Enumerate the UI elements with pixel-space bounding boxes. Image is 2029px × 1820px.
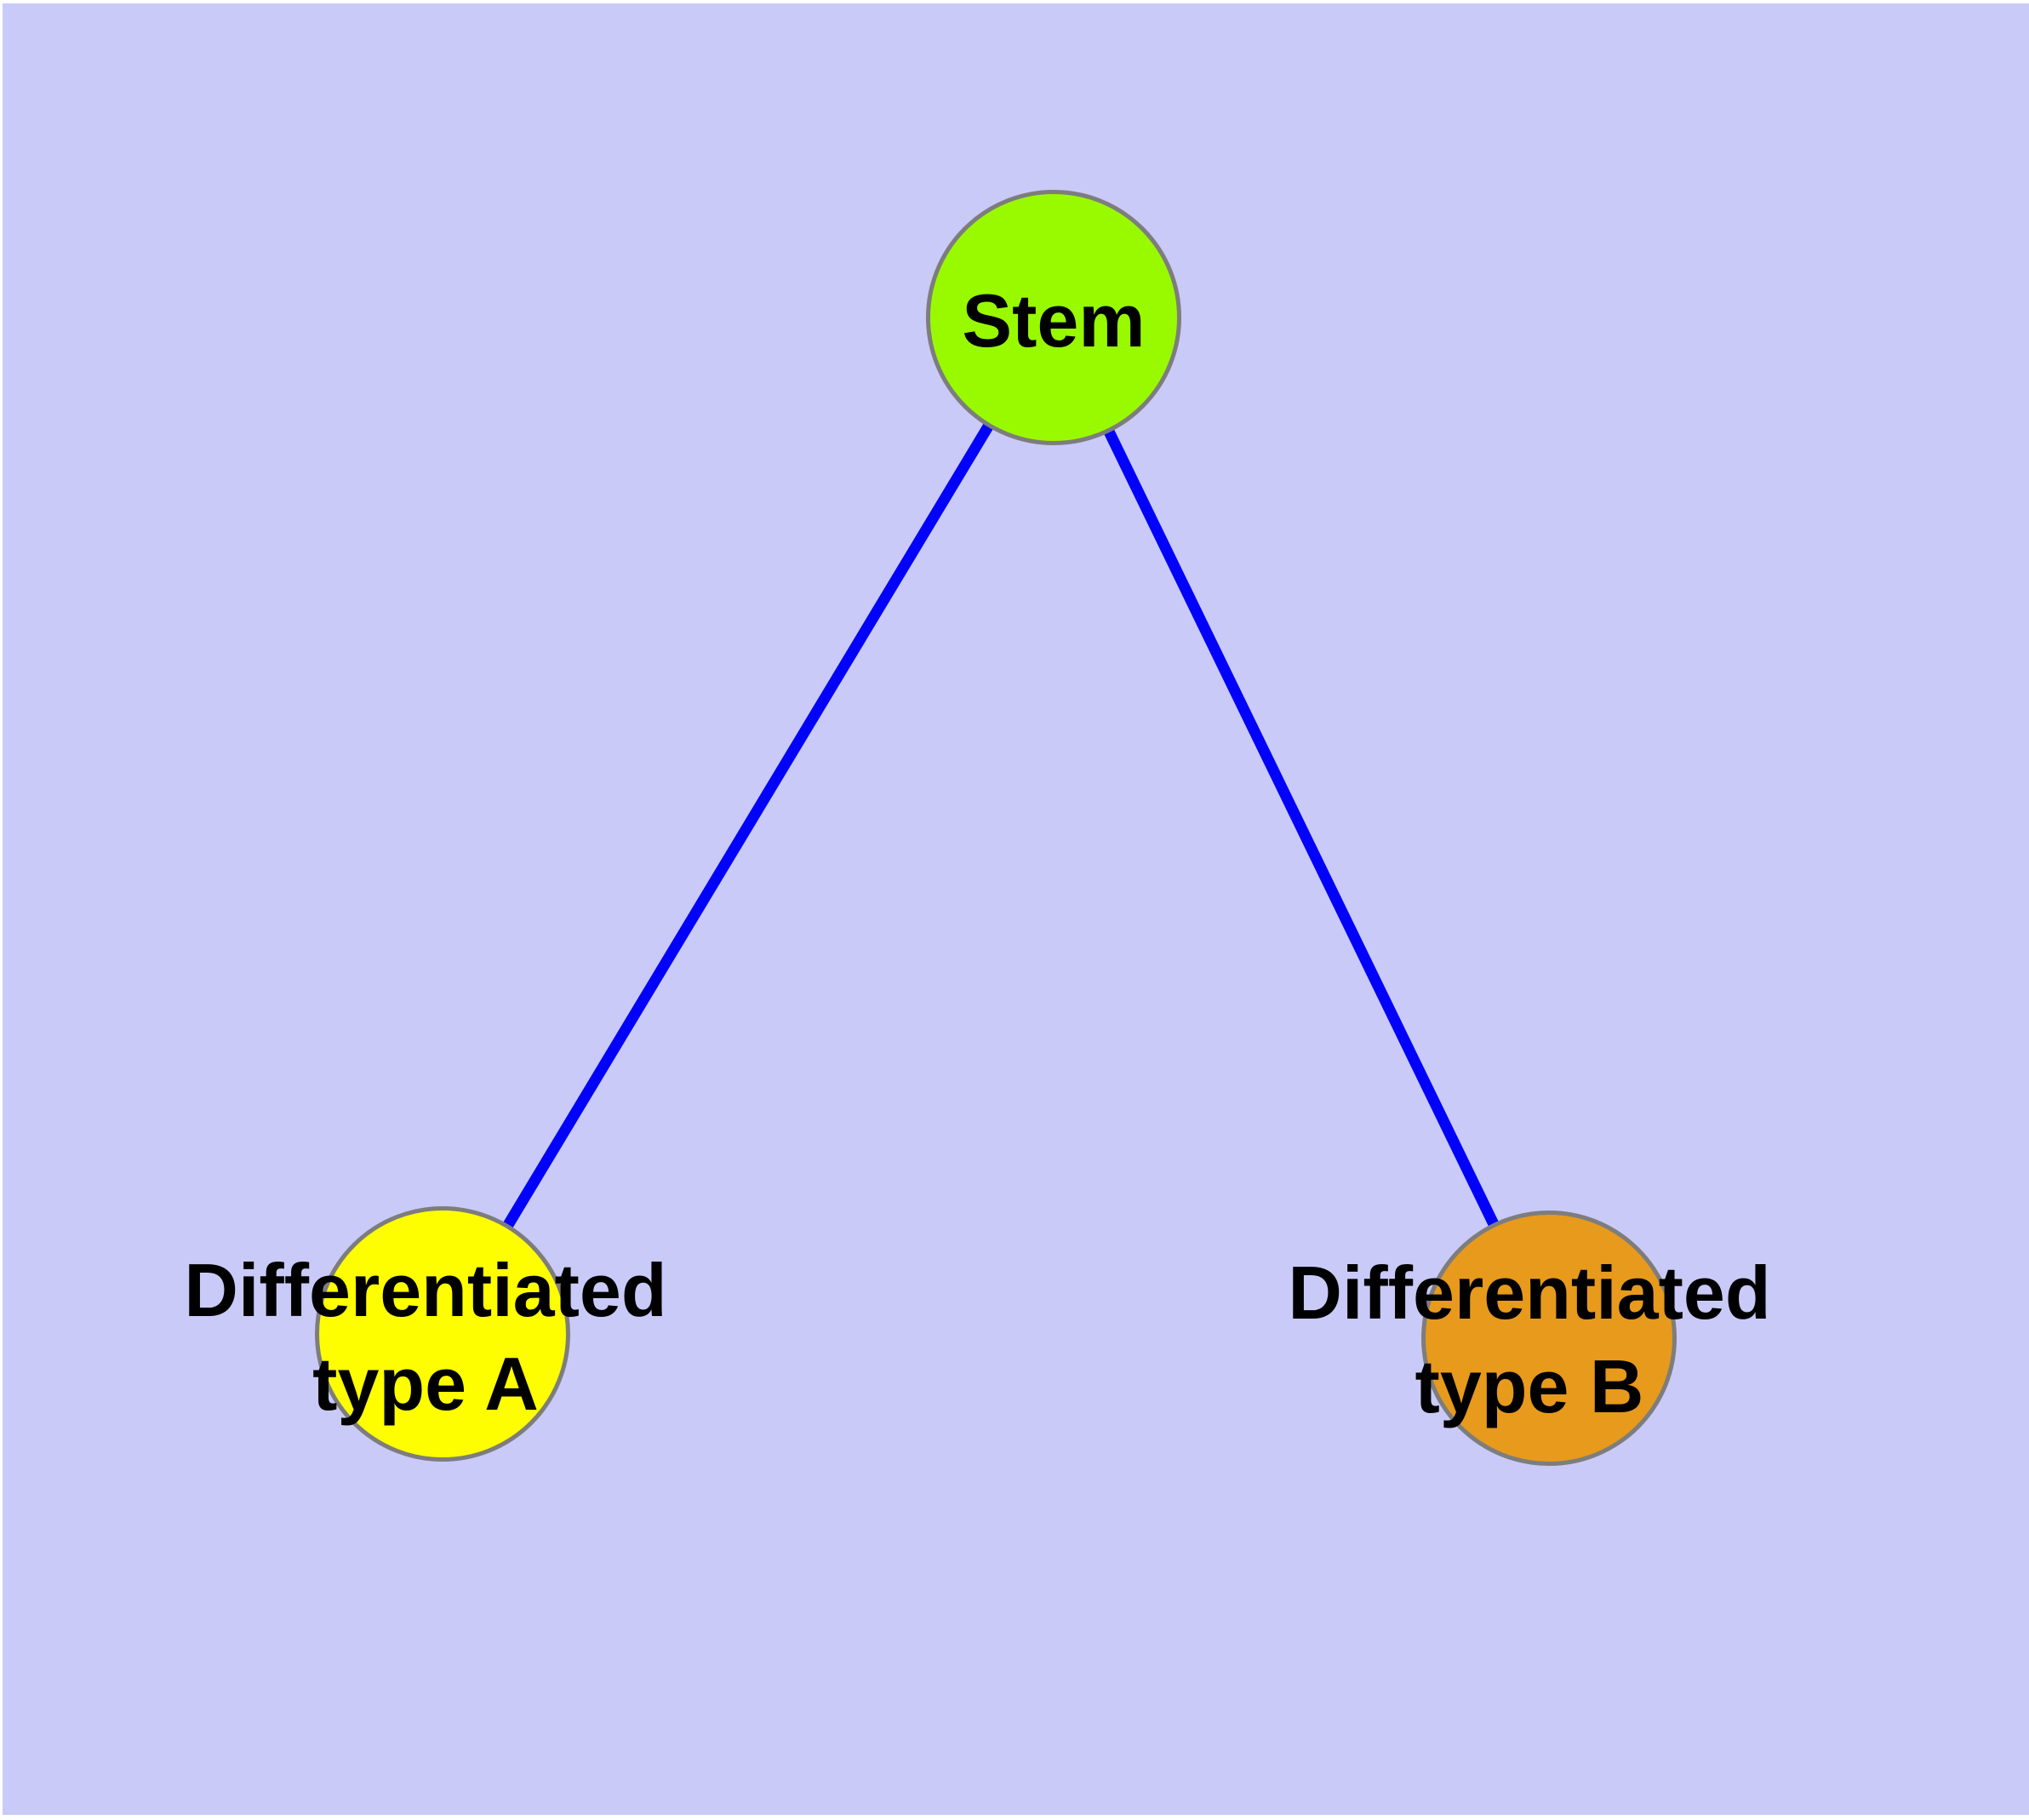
- node-differentiated-type-a[interactable]: [315, 1206, 570, 1462]
- node-differentiated-type-b[interactable]: [1421, 1210, 1677, 1466]
- edge-stem-to-type-a[interactable]: [437, 314, 1059, 1337]
- node-stem[interactable]: [926, 190, 1181, 445]
- edge-stem-to-type-b[interactable]: [1049, 315, 1554, 1341]
